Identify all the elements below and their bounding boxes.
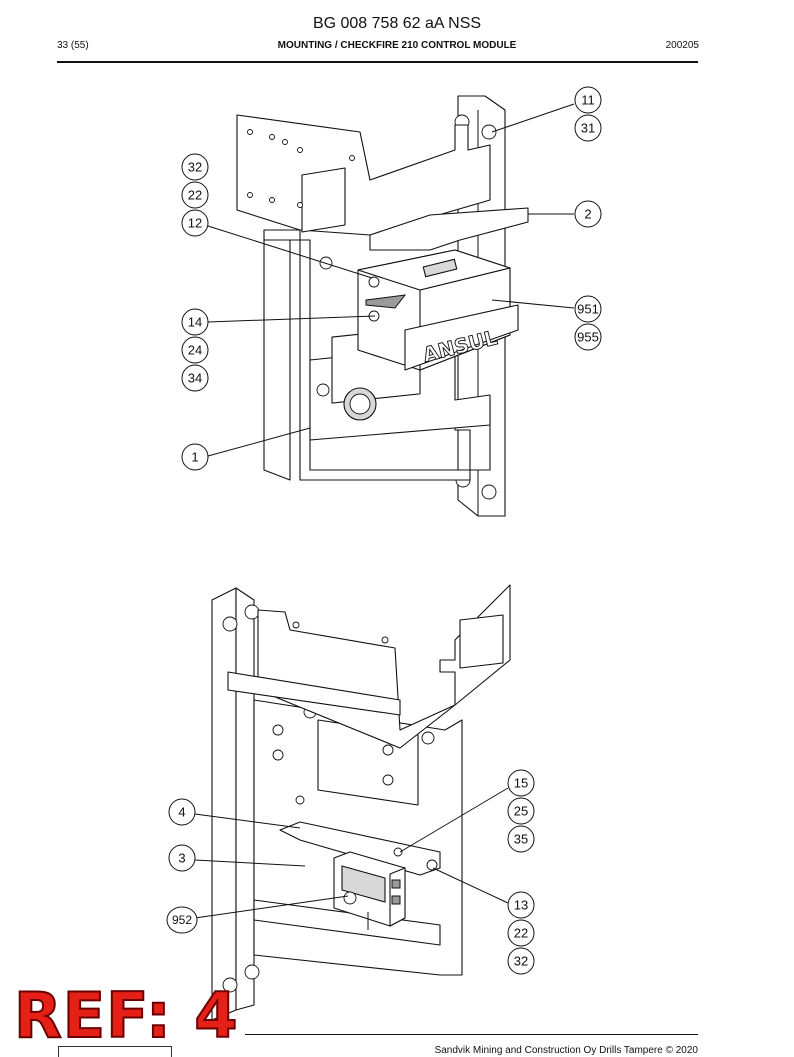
svg-text:1: 1 [191, 450, 198, 465]
top-callouts: 11 31 32 22 12 2 14 951 955 24 34 1 [181, 86, 602, 471]
svg-text:15: 15 [514, 776, 528, 791]
svg-text:31: 31 [581, 121, 595, 136]
callout-22-bottom: 22 [507, 919, 535, 947]
callout-32: 32 [181, 153, 209, 181]
svg-text:2: 2 [584, 207, 591, 222]
callout-31: 31 [574, 114, 602, 142]
section-title: MOUNTING / CHECKFIRE 210 CONTROL MODULE [277, 40, 517, 51]
footer-copyright: Sandvik Mining and Construction Oy Drill… [434, 1045, 698, 1056]
svg-text:32: 32 [514, 954, 528, 969]
callout-24: 24 [181, 336, 209, 364]
footer-rule [245, 1034, 698, 1035]
bottom-assembly-drawing [211, 584, 511, 1021]
svg-text:34: 34 [188, 371, 202, 386]
callout-15: 15 [507, 769, 535, 797]
svg-text:952: 952 [172, 913, 192, 927]
svg-text:951: 951 [577, 302, 599, 317]
svg-text:22: 22 [514, 926, 528, 941]
svg-text:32: 32 [188, 160, 202, 175]
callout-4: 4 [168, 798, 196, 826]
top-assembly-drawing: ANSUL [236, 95, 529, 517]
callout-3: 3 [168, 844, 196, 872]
svg-text:14: 14 [188, 315, 202, 330]
callout-34: 34 [181, 364, 209, 392]
svg-text:11: 11 [581, 93, 595, 108]
callout-35: 35 [507, 825, 535, 853]
callout-951: 951 [574, 295, 602, 323]
callout-13: 13 [507, 891, 535, 919]
svg-text:12: 12 [188, 216, 202, 231]
date-code: 200205 [665, 40, 699, 51]
bottom-callouts: 15 25 35 4 3 13 22 32 952 [166, 769, 535, 975]
callout-12: 12 [181, 209, 209, 237]
callout-1: 1 [181, 443, 209, 471]
callout-2: 2 [574, 200, 602, 228]
svg-text:22: 22 [188, 188, 202, 203]
callout-22: 22 [181, 181, 209, 209]
svg-text:13: 13 [514, 898, 528, 913]
callout-952: 952 [166, 906, 198, 934]
svg-text:35: 35 [514, 832, 528, 847]
callout-32-bottom: 32 [507, 947, 535, 975]
callout-11: 11 [574, 86, 602, 114]
svg-text:3: 3 [178, 851, 185, 866]
svg-text:25: 25 [514, 804, 528, 819]
document-number: BG 008 758 62 aA NSS [312, 15, 482, 32]
svg-text:4: 4 [178, 805, 185, 820]
callout-25: 25 [507, 797, 535, 825]
svg-text:24: 24 [188, 343, 202, 358]
page-number: 33 (55) [57, 40, 89, 51]
svg-text:955: 955 [577, 330, 599, 345]
callout-14: 14 [181, 308, 209, 336]
callout-955: 955 [574, 323, 602, 351]
ref-stamp: REF: 4 [13, 979, 239, 1052]
header-rule [57, 61, 698, 63]
company-logo [58, 1046, 172, 1057]
